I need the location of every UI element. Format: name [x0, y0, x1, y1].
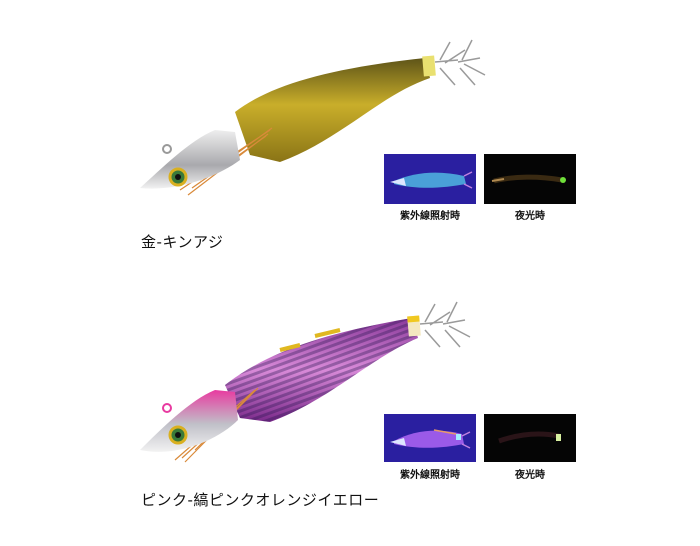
uv-squid-jig-icon: [390, 171, 473, 189]
glow-thumbnail-pink: [484, 414, 576, 462]
uv-caption-gold: 紫外線照射時: [400, 211, 460, 222]
uv-thumbnail-gold: [384, 154, 476, 204]
product-name-gold: 金-キンアジ: [141, 233, 224, 251]
glow-squid-jig-icon: [491, 174, 566, 184]
uv-thumbnail-pink: [384, 414, 476, 462]
squid-jig-gold-icon: [140, 39, 486, 196]
product-image-gold: [140, 30, 490, 210]
uv-squid-jig-icon: [390, 429, 471, 449]
glow-thumbnail-gold: [484, 154, 576, 204]
glow-squid-jig-icon: [498, 431, 561, 444]
squid-jig-pink-icon: [140, 301, 471, 463]
product-image-pink: [130, 290, 480, 470]
product-name-pink: ピンク-縞ピンクオレンジイエロー: [141, 491, 380, 509]
glow-caption-gold: 夜光時: [515, 211, 545, 222]
uv-caption-pink: 紫外線照射時: [400, 470, 460, 481]
glow-caption-pink: 夜光時: [515, 470, 545, 481]
